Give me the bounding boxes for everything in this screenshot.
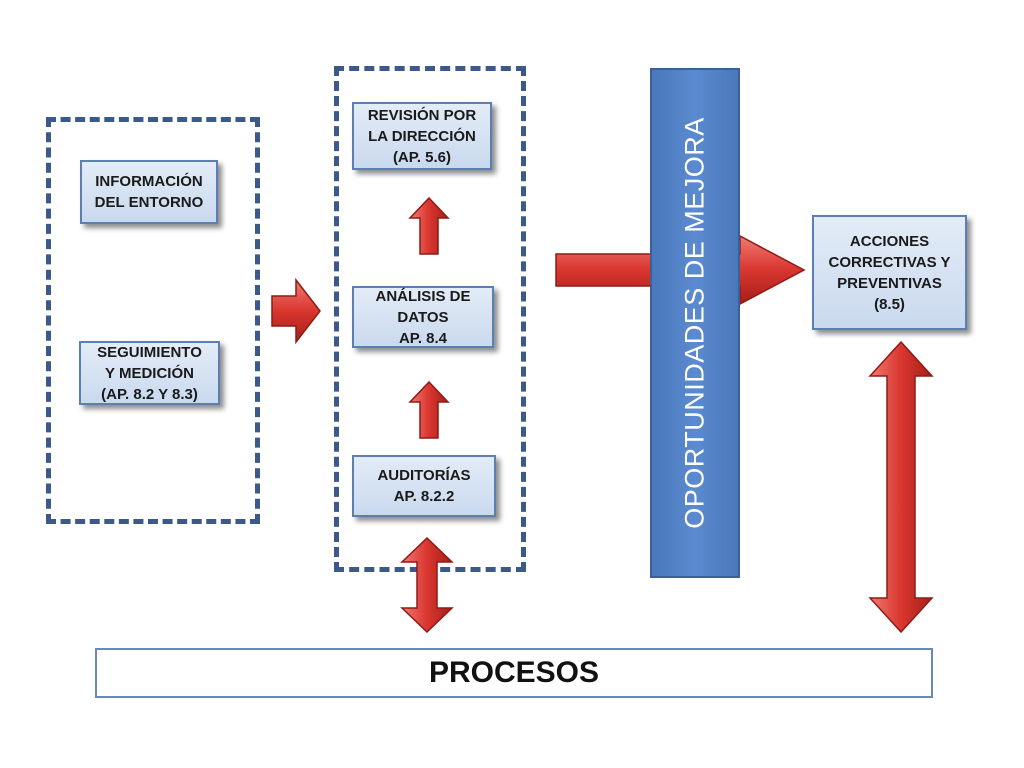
informacion-entorno-box: INFORMACIÓN DEL ENTORNO — [80, 160, 218, 224]
arrow-auditorias-to-analisis — [408, 380, 450, 439]
procesos-bar: PROCESOS — [95, 648, 933, 698]
analisis-datos-box: ANÁLISIS DE DATOS AP. 8.4 — [352, 286, 494, 348]
revision-direccion-box: REVISIÓN POR LA DIRECCIÓN (AP. 5.6) — [352, 102, 492, 170]
arrow-auditorias-procesos-bidirectional — [400, 536, 454, 634]
arrow-acciones-procesos-bidirectional — [868, 340, 934, 634]
acciones-correctivas-box: ACCIONES CORRECTIVAS Y PREVENTIVAS (8.5) — [812, 215, 967, 330]
oportunidades-mejora-bar — [650, 68, 740, 578]
oportunidades-mejora-label: OPORTUNIDADES DE MEJORA — [679, 117, 710, 529]
left-input-group — [46, 117, 260, 524]
arrow-analisis-to-revision — [408, 196, 450, 255]
procesos-label: PROCESOS — [428, 656, 600, 689]
arrow-left-to-center — [271, 277, 321, 345]
auditorias-box: AUDITORÍAS AP. 8.2.2 — [352, 455, 496, 517]
seguimiento-medicion-box: SEGUIMIENTO Y MEDICIÓN (AP. 8.2 Y 8.3) — [79, 341, 220, 405]
